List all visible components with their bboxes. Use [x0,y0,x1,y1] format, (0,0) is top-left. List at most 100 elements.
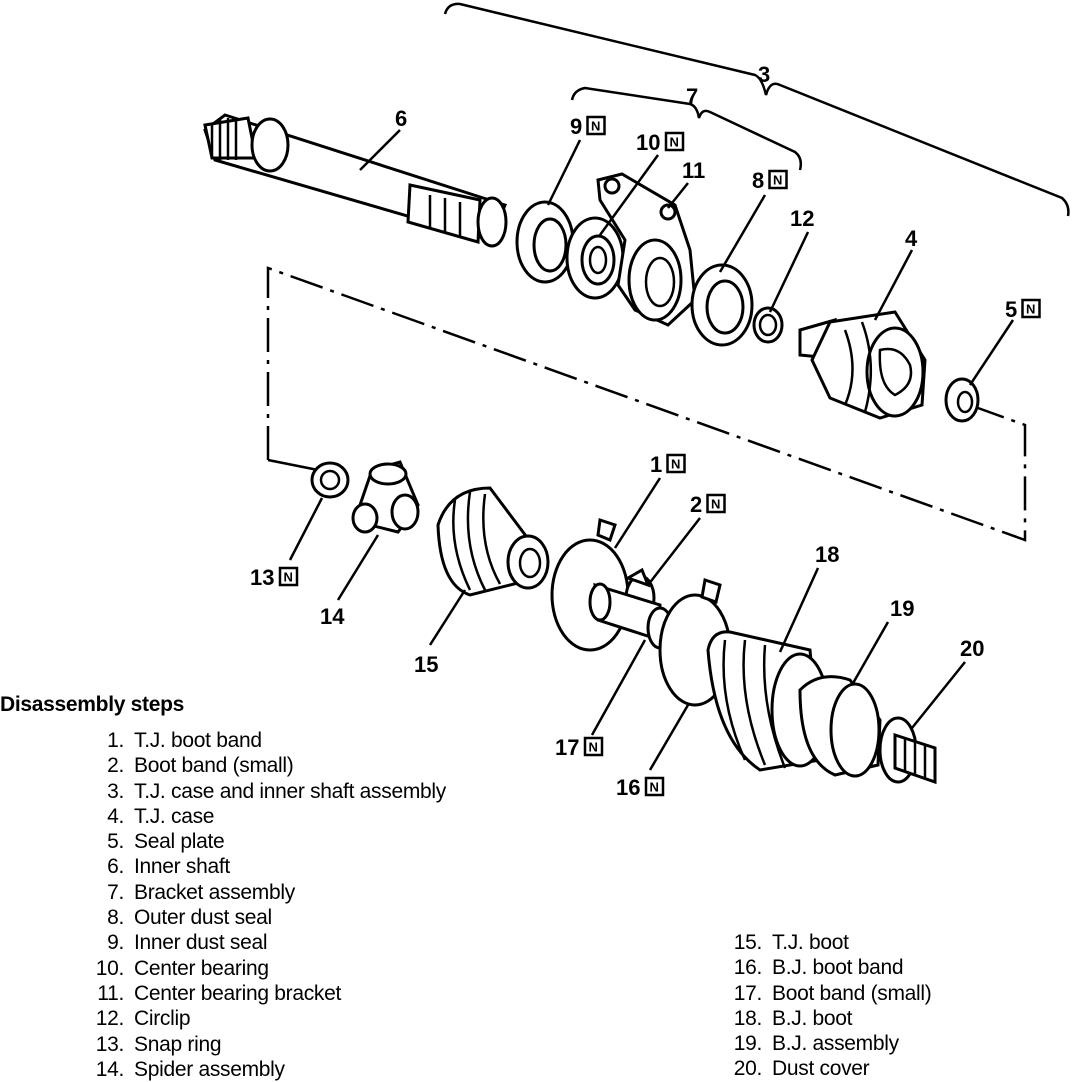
n-mark-box [644,776,665,797]
callout-label: 4 [905,226,918,251]
step-text: B.J. boot [772,1006,853,1030]
step-number: 15. [733,931,763,954]
callout-label: 14 [320,604,345,629]
step-text: Boot band (small) [134,754,294,778]
step-text: B.J. boot band [772,956,904,980]
step-item: 19.B.J. assembly [718,1031,931,1056]
leader-13 [288,497,324,561]
step-item: 10.Center bearing [80,956,446,981]
callout-label: 8 [752,168,764,193]
step-text: Bracket assembly [134,880,295,904]
leader-1 [613,477,662,549]
center-bearing [565,216,625,300]
callout-12: 12 [790,206,814,231]
callout-3: 3 [758,62,770,87]
step-text: Dust cover [772,1057,870,1081]
callout-label: 7 [686,84,698,109]
leader-19 [850,621,890,686]
callout-18: 18 [815,542,839,567]
step-item: 4.T.J. case [80,804,446,829]
spider-assembly [351,460,420,534]
step-text: Center bearing [134,956,269,980]
callout-label: 6 [395,106,407,131]
step-item: 6.Inner shaft [80,854,446,879]
inner-shaft [203,113,508,248]
step-number: 14. [95,1057,125,1081]
leader-12 [768,231,810,313]
callout-19: 19 [890,596,914,621]
snap-ring [310,461,350,499]
callout-14: 14 [320,604,345,629]
callout-label: 18 [815,542,839,567]
step-item: 9. Inner dust seal [80,930,446,955]
n-mark-box [583,736,604,757]
leader-18 [778,567,820,653]
n-mark-box [768,169,788,190]
bj-shaft [588,582,674,650]
callout-label: 20 [960,636,984,661]
leader-15 [428,589,467,646]
dust-cover [878,716,937,785]
outer-dust-seal [690,263,754,347]
step-text: T.J. boot band [134,729,262,752]
step-item: 11.Center bearing bracket [80,981,446,1006]
leader-6 [359,129,401,171]
callout-11: 11 [682,158,705,183]
step-item: 3.T.J. case and inner shaft assembly [80,779,446,804]
center-bearing-bracket [596,172,697,327]
leader-16 [648,704,690,771]
n-mark-letter: N [773,173,782,188]
alignment-line-lower [267,458,319,472]
step-number: 12. [95,1007,125,1031]
n-mark-letter: N [591,119,600,134]
step-item: 20.Dust cover [718,1056,931,1081]
step-text: Center bearing bracket [134,981,342,1005]
step-text: Circlip [134,1007,191,1031]
step-number: 18. [733,1006,763,1030]
leader-10 [598,154,660,236]
step-number: 9. [107,931,124,955]
bracket-group-3 [443,2,1070,217]
n-mark-letter: N [711,497,720,512]
leader-17 [590,639,647,736]
step-number: 7. [107,880,124,904]
callout-label: 3 [758,62,770,87]
n-mark-letter: N [1026,302,1035,317]
step-text: T.J. case and inner shaft assembly [134,779,446,803]
step-number: 8. [107,906,124,930]
step-number: 16. [733,956,763,980]
leader-9 [546,139,582,206]
step-text: Spider assembly [134,1057,285,1081]
leader-11 [667,182,689,209]
step-number: 4. [107,804,124,828]
callout-label: 13 [250,565,274,590]
n-mark-box [586,115,606,136]
leader-4 [873,249,914,321]
step-number: 13. [95,1032,125,1056]
leader-14 [336,534,380,601]
step-text: Snap ring [134,1032,222,1056]
alignment-line [266,266,1027,542]
step-item: 8.Outer dust seal [80,905,446,930]
n-mark-box [664,131,685,152]
step-text: Inner dust seal [134,931,268,955]
circlip [752,306,784,344]
step-text: Boot band (small) [772,981,932,1005]
step-item: 5.Seal plate [80,829,446,854]
n-mark-box [706,493,726,514]
step-item: 14. Spider assembly [80,1057,446,1082]
n-mark-box [278,566,299,587]
callout-label: 10 [636,130,660,155]
leader-5 [968,319,1015,386]
inner-dust-seal [515,200,575,284]
